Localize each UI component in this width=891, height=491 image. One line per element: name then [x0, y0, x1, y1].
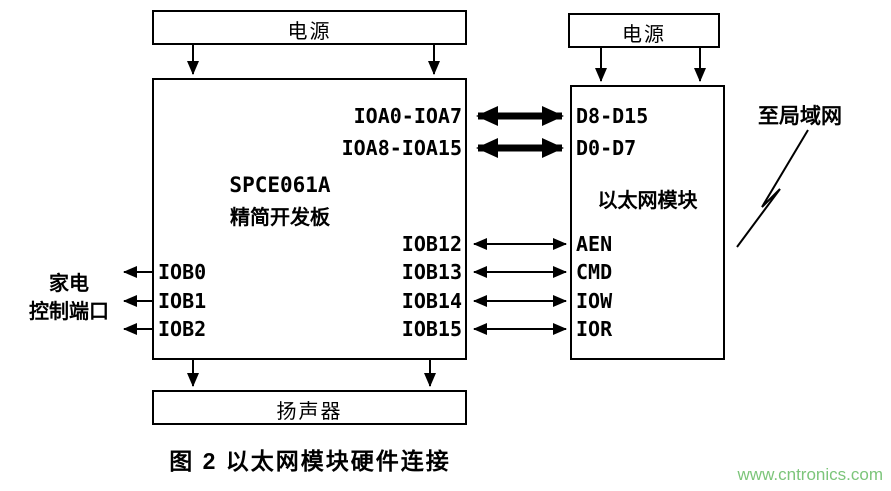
- chip-to-speaker-arrows: [187, 360, 436, 387]
- power-left-to-chip-arrows: [187, 45, 440, 75]
- chip-subtitle: 精简开发板: [230, 207, 330, 229]
- pin-label-iob13: IOB13: [401, 260, 462, 284]
- power-box-right-label: 电源: [622, 24, 666, 46]
- pin-label-iob14: IOB14: [401, 289, 462, 313]
- data-bus-arrows: [476, 106, 564, 158]
- power-box-right: [568, 13, 720, 48]
- pin-label-iob2: IOB2: [158, 317, 207, 341]
- pin-label-d8-d15: D8-D15: [576, 104, 649, 128]
- pin-label-aen: AEN: [576, 232, 613, 256]
- watermark: www.cntronics.com: [737, 465, 883, 484]
- chip-title: SPCE061A: [229, 173, 331, 197]
- control-signal-arrows: [473, 238, 567, 335]
- ethernet-module-box: [570, 85, 725, 360]
- power-box-left-label: 电源: [287, 21, 332, 43]
- pin-label-ioa8-ioa15: IOA8-IOA15: [341, 136, 462, 160]
- pin-label-ioa0-ioa7: IOA0-IOA7: [353, 104, 462, 128]
- speaker-box: [152, 390, 467, 425]
- pin-label-cmd: CMD: [576, 260, 613, 284]
- power-right-to-ethernet-arrows: [595, 48, 706, 82]
- appliance-label-line1: 家电: [49, 273, 89, 295]
- speaker-box-label: 扬声器: [276, 401, 343, 423]
- pin-label-iob0: IOB0: [158, 260, 207, 284]
- pin-label-iob1: IOB1: [158, 289, 207, 313]
- ethernet-module-label: 以太网模块: [597, 190, 698, 212]
- lan-zigzag-line: [736, 129, 809, 248]
- pin-label-iow: IOW: [576, 289, 613, 313]
- appliance-label-line2: 控制端口: [29, 301, 109, 323]
- spce061a-box: [152, 78, 467, 360]
- lan-annotation: 至局域网: [758, 105, 842, 128]
- power-box-left: [152, 10, 467, 45]
- pin-label-ior: IOR: [576, 317, 613, 341]
- pin-label-iob12: IOB12: [401, 232, 462, 256]
- appliance-port-arrows: [123, 266, 152, 335]
- pin-label-iob15: IOB15: [401, 317, 462, 341]
- pin-label-d0-d7: D0-D7: [576, 136, 637, 160]
- figure-caption: 图 2 以太网模块硬件连接: [169, 448, 451, 474]
